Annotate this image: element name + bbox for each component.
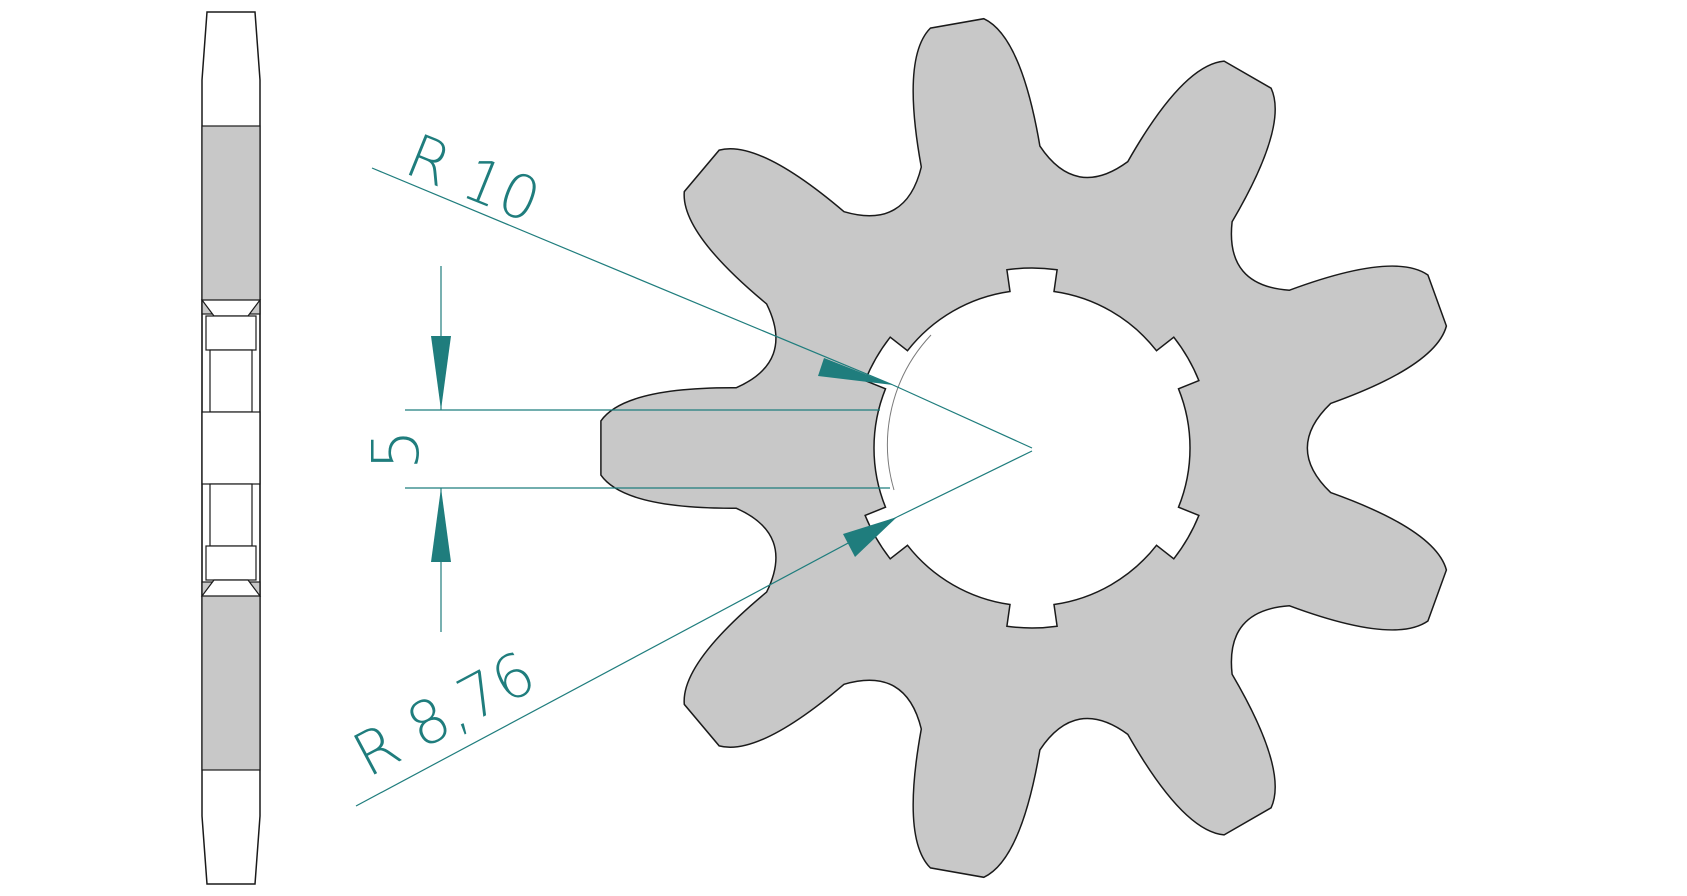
side-view-upper-band (201, 125, 261, 315)
sprocket-side-view (200, 11, 262, 885)
spline-width-label: 5 (360, 429, 434, 470)
inner-radius-arrowhead (843, 517, 897, 557)
center-construction-line-upper (892, 384, 1033, 449)
center-construction-line-lower (896, 450, 1033, 518)
side-view-lower-band (201, 581, 261, 771)
outer-radius-leader (371, 167, 894, 386)
inner-radius-leader (355, 516, 898, 807)
sprocket-front-view (600, 17, 1448, 879)
side-view-hub (200, 299, 262, 597)
dimension-arrowheads (431, 336, 897, 562)
width-arrowhead-top (431, 336, 451, 410)
outer-radius-label: R 10 (396, 121, 549, 237)
outer-radius-arrowhead (818, 358, 893, 385)
bore-inner-arc (887, 334, 932, 491)
width-arrowhead-bottom (431, 488, 451, 562)
inner-radius-label: R 8,76 (342, 638, 546, 791)
